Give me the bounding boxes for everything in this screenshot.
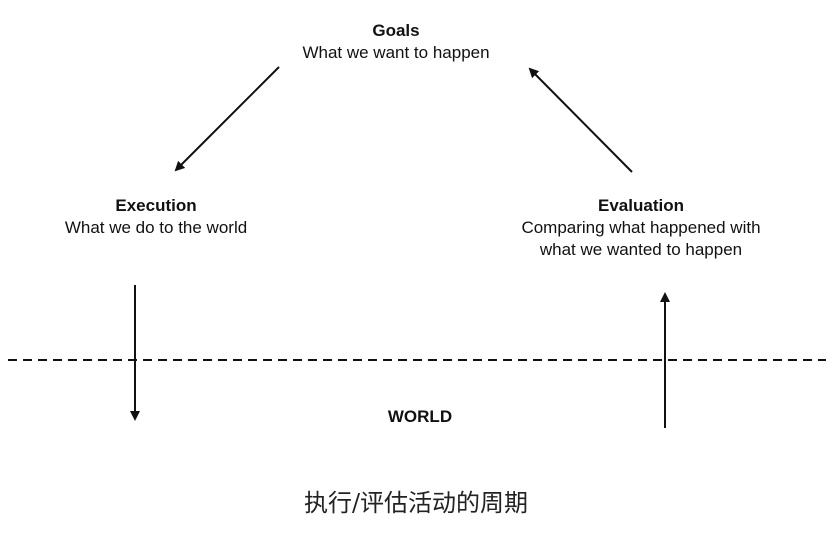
arrow-evaluation-to-goals	[528, 67, 633, 173]
execution-node: Execution What we do to the world	[26, 195, 286, 239]
goals-description: What we want to happen	[302, 43, 490, 62]
execution-title: Execution	[115, 196, 197, 215]
evaluation-description-line2: what we wanted to happen	[539, 240, 743, 259]
diagram-caption: 执行/评估活动的周期	[303, 489, 529, 517]
evaluation-title: Evaluation	[598, 196, 684, 215]
goals-node: Goals What we want to happen	[246, 20, 546, 64]
execution-description: What we do to the world	[64, 218, 248, 237]
arrow-goals-to-execution	[174, 66, 280, 172]
world-label: WORLD	[387, 407, 453, 426]
goals-title: Goals	[372, 21, 420, 40]
evaluation-node: Evaluation Comparing what happened with …	[491, 195, 791, 261]
evaluation-description-line1: Comparing what happened with	[521, 218, 761, 237]
